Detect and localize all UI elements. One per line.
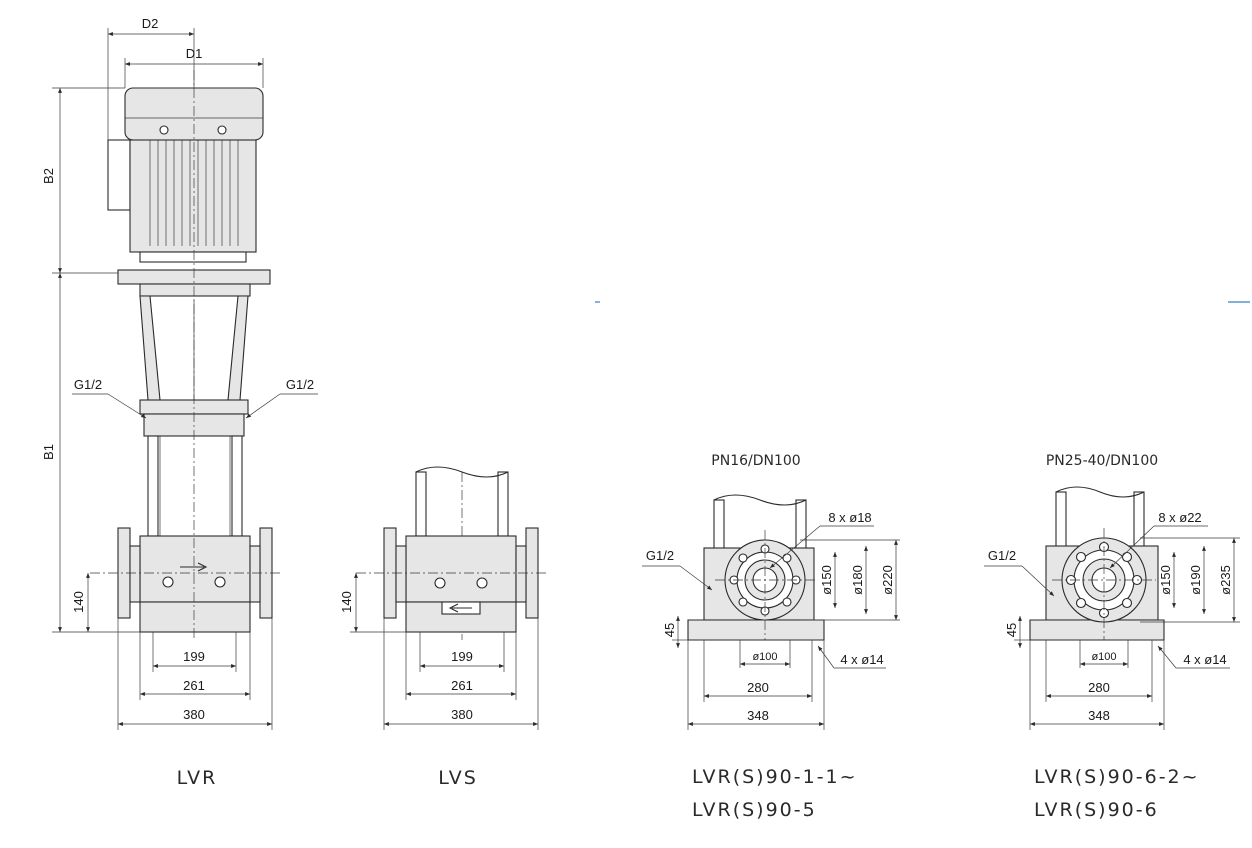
- d220-label: ø220: [880, 565, 895, 595]
- holes-label: 4 x ø14: [1183, 652, 1226, 667]
- flow-arrow-icon: [180, 562, 208, 572]
- dim-199-label: 199: [183, 649, 205, 664]
- pn16-caption-line1: LVR(S)90-1-1~: [692, 766, 858, 788]
- dim-261-label: 261: [451, 678, 473, 693]
- h45-label: 45: [662, 623, 677, 637]
- pn25-caption-line1: LVR(S)90-6-2~: [1034, 766, 1200, 788]
- lvs-caption: LVS: [438, 767, 478, 789]
- dim-140-label: 140: [71, 591, 86, 613]
- break-line: [713, 494, 807, 506]
- dim-b1-label: B1: [41, 444, 56, 460]
- drain-plug: [214, 576, 226, 588]
- pn25-caption-line2: LVR(S)90-6: [1034, 799, 1159, 821]
- pn16-view: PN16/DN100 8 x ø18 G1/2 ø150 ø180 ø220: [642, 453, 900, 821]
- dim-380-label: 380: [183, 707, 205, 722]
- holes-label: 4 x ø14: [840, 652, 883, 667]
- pn16-caption-line2: LVR(S)90-5: [692, 799, 817, 821]
- lantern-leg-left: [139, 295, 161, 401]
- d150-label: ø150: [1158, 565, 1173, 595]
- cover-screw: [159, 125, 169, 135]
- pn16-header: PN16/DN100: [711, 453, 800, 469]
- terminal-box: [107, 139, 131, 211]
- dim-199-label: 199: [451, 649, 473, 664]
- dim-d2-label: D2: [142, 16, 159, 31]
- break-line: [1055, 486, 1145, 498]
- w280-label: 280: [747, 680, 769, 695]
- dim-261-label: 261: [183, 678, 205, 693]
- base-plate: [687, 619, 825, 641]
- tie-rod-left: [415, 471, 427, 537]
- drain-plug: [162, 576, 174, 588]
- g-left-label: G1/2: [74, 377, 102, 392]
- dim-d1-label: D1: [186, 46, 203, 61]
- pn25-header: PN25-40/DN100: [1046, 453, 1158, 469]
- bolts-label: 8 x ø22: [1158, 510, 1201, 525]
- base-plate: [139, 601, 251, 633]
- g-right-label: G1/2: [286, 377, 314, 392]
- lvr-caption: LVR: [177, 767, 218, 789]
- pump-base: [405, 535, 517, 603]
- lvr-view: D2 D1 B2 B1 G1/2 G1/2 140 199 261 380: [41, 16, 318, 789]
- drain-plug: [434, 577, 446, 589]
- dim-140-label: 140: [339, 591, 354, 613]
- tie-rod-left: [147, 435, 159, 537]
- w280-label: 280: [1088, 680, 1110, 695]
- motor-collar: [139, 251, 247, 263]
- bolts-label: 8 x ø18: [828, 510, 871, 525]
- g-label: G1/2: [988, 548, 1016, 563]
- inlet-neck: [129, 545, 141, 603]
- tie-rod-right: [231, 435, 243, 537]
- dim-380-label: 380: [451, 707, 473, 722]
- outlet-neck: [249, 545, 261, 603]
- pn25-view: PN25-40/DN100 8 x ø22 G1/2 ø150 ø190 ø23…: [984, 453, 1240, 821]
- d150-label: ø150: [819, 565, 834, 595]
- lantern-top: [139, 283, 251, 297]
- base-plate: [1029, 619, 1165, 641]
- w348-label: 348: [1088, 708, 1110, 723]
- pump-base: [139, 535, 251, 603]
- w348-label: 348: [747, 708, 769, 723]
- outlet-neck: [515, 545, 527, 603]
- inlet-neck: [395, 545, 407, 603]
- tie-rod-left: [1055, 491, 1067, 551]
- cover-screw: [217, 125, 227, 135]
- d100-label: ø100: [752, 651, 777, 663]
- h45-label: 45: [1004, 623, 1019, 637]
- tie-rod-right: [1133, 491, 1145, 551]
- drain-plug: [476, 577, 488, 589]
- d190-label: ø190: [1188, 565, 1203, 595]
- g-label: G1/2: [646, 548, 674, 563]
- d100-label: ø100: [1091, 651, 1116, 663]
- d180-label: ø180: [850, 565, 865, 595]
- lantern-leg-right: [227, 295, 249, 401]
- tie-rod-right: [497, 471, 509, 537]
- motor-body: [129, 139, 257, 253]
- lvs-view: 140 199 261 380 LVS: [339, 466, 546, 789]
- flow-arrow-icon: [448, 603, 472, 613]
- dim-b2-label: B2: [41, 168, 56, 184]
- d235-label: ø235: [1218, 565, 1233, 595]
